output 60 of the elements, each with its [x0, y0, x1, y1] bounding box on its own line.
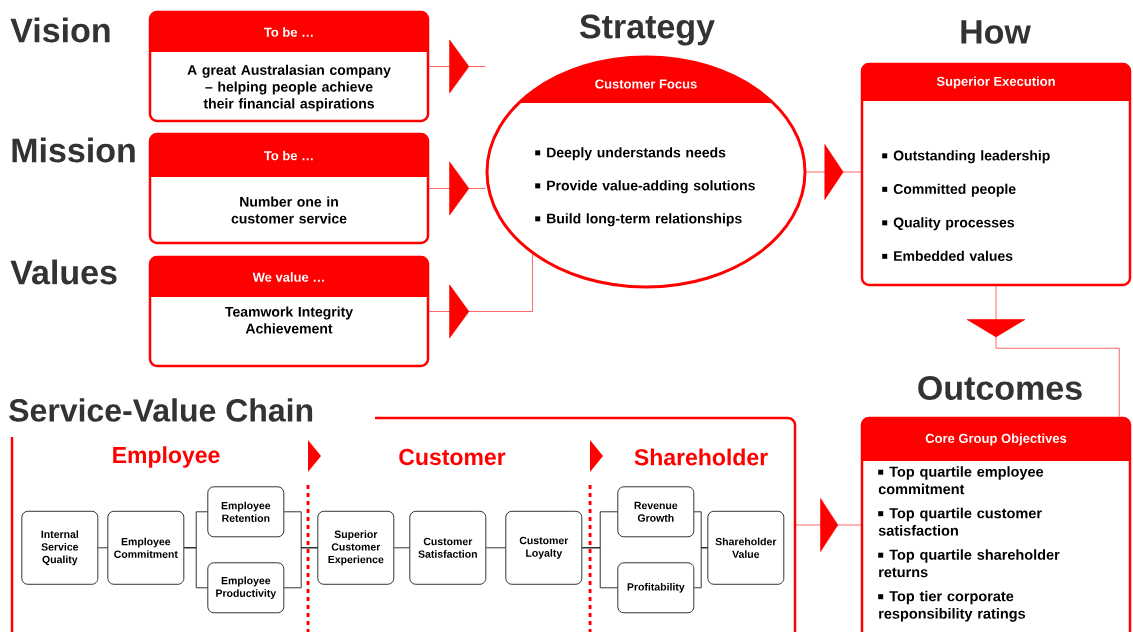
headed-box [860, 62, 1132, 287]
chain-box: Employee Productivity [207, 562, 285, 614]
box-header: To be … [264, 27, 313, 37]
chevron-arrow [428, 161, 486, 216]
section-title: Outcomes [918, 375, 1082, 401]
connector-line [393, 547, 410, 549]
connector-line [183, 547, 208, 589]
box-header: To be … [264, 150, 313, 161]
section-title: Service-Value Chain [9, 398, 313, 422]
chain-frame [9, 398, 797, 632]
box-header: Customer Focus [595, 79, 697, 89]
chevron-arrow [806, 144, 862, 200]
box-header: Core Group Objectives [925, 433, 1067, 446]
chain-box: Customer Loyalty [505, 510, 583, 585]
chevron-arrow [428, 39, 486, 94]
section-title: How [961, 20, 1031, 44]
headed-box [148, 255, 430, 368]
bullet-item: Committed people [882, 183, 1016, 197]
chain-box: Revenue Growth [617, 486, 695, 538]
headed-box [148, 132, 430, 245]
bullet-item: Outstanding leadership [882, 150, 1050, 164]
chain-box: Employee Commitment [107, 510, 185, 585]
section-title: Strategy [579, 14, 715, 46]
section-title: Values [10, 259, 117, 285]
chain-box: Superior Customer Experience [317, 510, 395, 585]
bullet-item: Top quartile employee commitment [878, 466, 1044, 495]
connector-line [581, 547, 618, 589]
chevron-arrow [428, 254, 533, 339]
headed-box [860, 416, 1132, 632]
stage-heading: Customer [399, 448, 506, 466]
bullet-item: Build long-term relationships [535, 213, 742, 227]
section-title: Mission [12, 137, 135, 163]
chain-box: Profitability [617, 562, 695, 614]
chain-box: Shareholder Value [707, 510, 785, 585]
connector-line [283, 547, 318, 589]
bullet-item: Top quartile customer satisfaction [878, 507, 1042, 536]
headed-box [148, 10, 430, 123]
chain-box: Customer Satisfaction [409, 510, 487, 585]
chain-box: Employee Retention [207, 486, 285, 538]
box-text: Teamwork Integrity Achievement [225, 306, 353, 334]
bullet-item: Embedded values [882, 250, 1013, 261]
strategy-ellipse [485, 55, 807, 289]
connector-line [485, 547, 506, 549]
section-title: Vision [10, 17, 110, 43]
bullet-item: Provide value-adding solutions [535, 180, 755, 194]
bullet-item: Quality processes [882, 217, 1014, 231]
bullet-item: Deeply understands needs [535, 147, 726, 161]
bullet-item: Top quartile shareholder returns [878, 549, 1060, 578]
box-text: A great Australasian company – helping people achieve their financial aspirations [187, 64, 391, 112]
box-text: Number one in customer service [231, 196, 347, 224]
box-header: Superior Execution [936, 76, 1055, 89]
chevron-arrow [966, 285, 1120, 418]
stage-heading: Employee [113, 446, 220, 468]
chevron-arrow [794, 498, 862, 552]
connector-line [97, 547, 108, 549]
connector-line [693, 547, 708, 589]
bullet-item: Top tier corporate responsibility ratings [878, 590, 1026, 622]
stage-heading: Shareholder [634, 448, 768, 466]
box-header: We value … [252, 272, 324, 282]
chain-box: Internal Service Quality [21, 510, 99, 585]
